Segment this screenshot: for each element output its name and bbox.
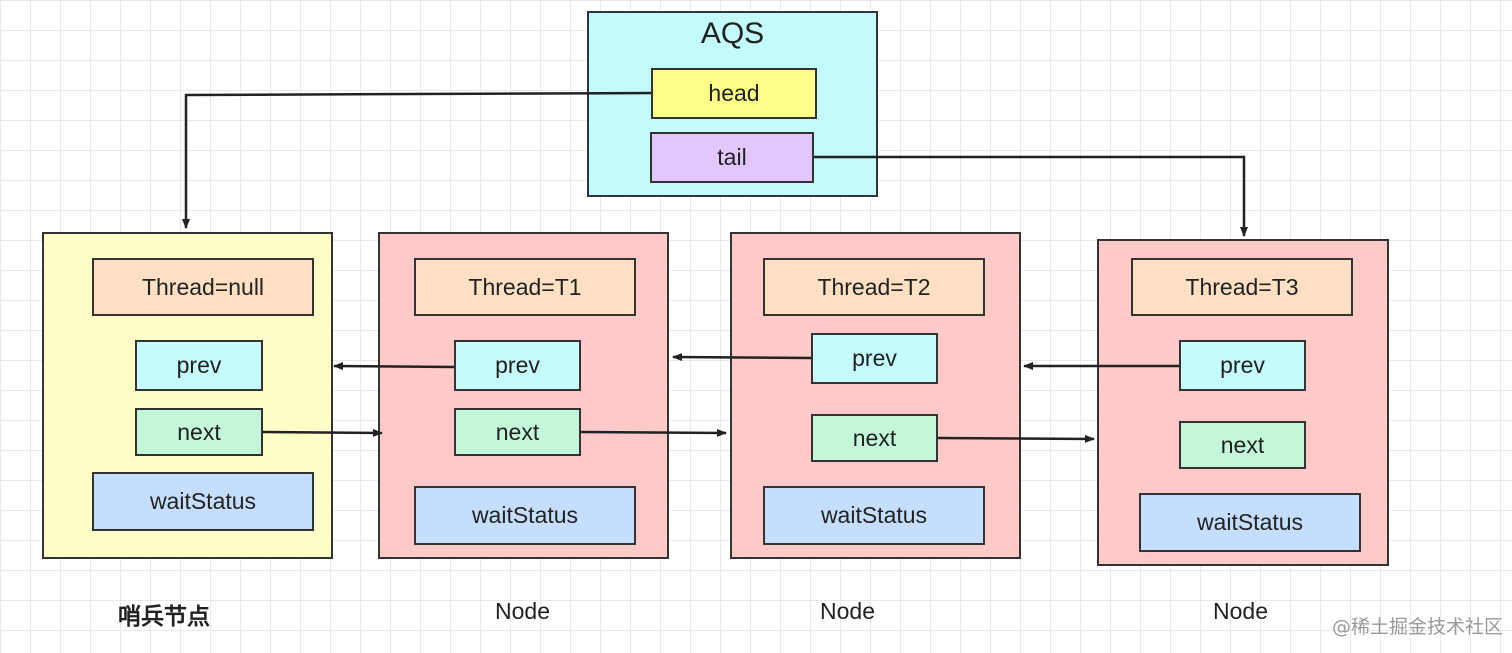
- sentinel-caption: 哨兵节点: [118, 604, 210, 630]
- node-t1-next-field: next: [454, 408, 581, 456]
- node-t3-waitstatus-field: waitStatus: [1139, 493, 1361, 552]
- t1-prev-arrow: [333, 362, 455, 371]
- sentinel-next-arrow: [262, 428, 383, 437]
- node-t3-caption: Node: [1213, 598, 1268, 624]
- node-t2-prev-field: prev: [811, 333, 938, 384]
- node-t2-waitstatus-field: waitStatus: [763, 486, 985, 545]
- node-t2-next-field: next: [811, 414, 938, 462]
- node-t3-thread-field: Thread=T3: [1131, 258, 1353, 316]
- node-t2-thread-field: Thread=T2: [763, 258, 985, 316]
- node-t1-prev-field: prev: [454, 340, 581, 391]
- aqs-tail-field: tail: [650, 132, 814, 183]
- head-pointer-arrow: [182, 91, 652, 229]
- node-t3-next-field: next: [1179, 421, 1306, 469]
- watermark: @稀土掘金技术社区: [1332, 616, 1504, 638]
- t1-next-arrow: [580, 428, 727, 437]
- node-t2-caption: Node: [820, 598, 875, 624]
- node-t3-prev-field: prev: [1179, 340, 1306, 391]
- sentinel-thread-field: Thread=null: [92, 258, 314, 316]
- t2-next-arrow: [937, 434, 1095, 443]
- sentinel-waitstatus-field: waitStatus: [92, 472, 314, 531]
- t2-prev-arrow: [672, 353, 812, 362]
- aqs-head-field: head: [651, 68, 817, 119]
- tail-pointer-arrow: [814, 155, 1248, 237]
- node-t1-thread-field: Thread=T1: [414, 258, 636, 316]
- aqs-title: AQS: [700, 17, 765, 50]
- sentinel-next-field: next: [135, 408, 263, 456]
- node-t1-caption: Node: [495, 598, 550, 624]
- sentinel-prev-field: prev: [135, 340, 263, 391]
- node-t1-waitstatus-field: waitStatus: [414, 486, 636, 545]
